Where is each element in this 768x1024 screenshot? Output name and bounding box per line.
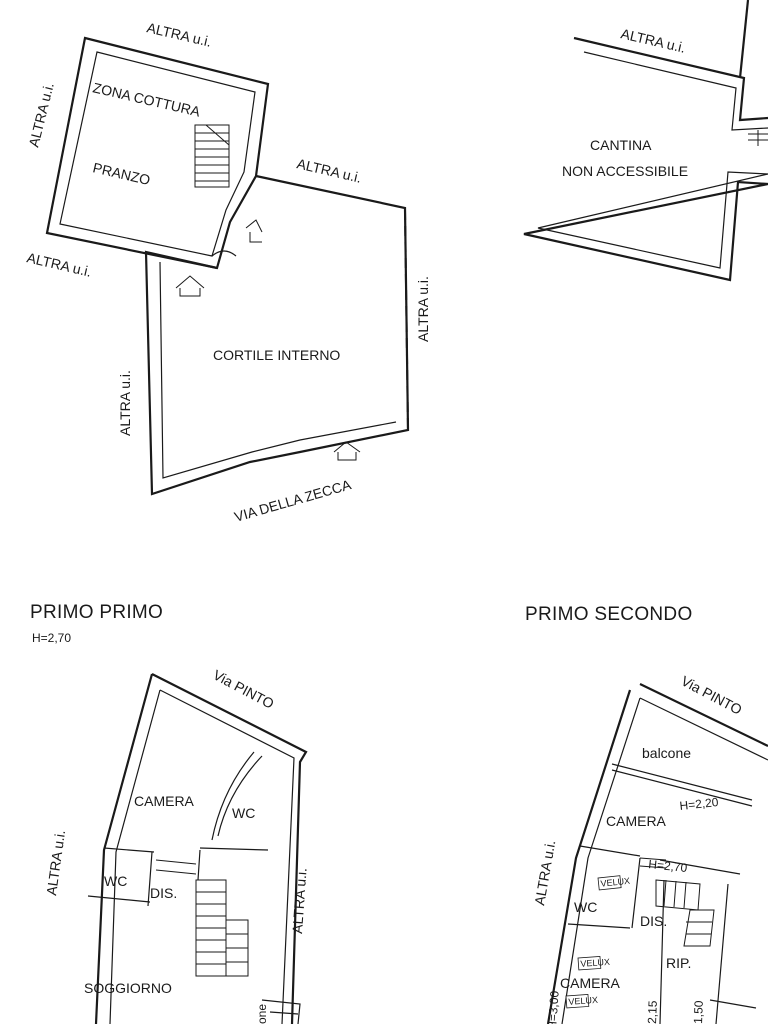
room-label-wc: WC: [232, 805, 255, 821]
wc-partition: [567, 857, 665, 1024]
ceiling-height: H=2,20: [679, 795, 720, 813]
cellar-east-wall: [738, 0, 750, 79]
street-label: Via PINTO: [211, 667, 277, 712]
room-label-soggiorno: SOGGIORNO: [84, 980, 172, 996]
primo-secondo-plan: PRIMO SECONDO Via PINTO ALTRA u.i. balco…: [525, 604, 768, 1024]
neighbor-label: ALTRA u.i.: [289, 867, 310, 934]
entrance-arrow-icon: [245, 219, 263, 243]
entrance-arrow-icon: [175, 275, 205, 297]
second-floor-outer-wall: [546, 683, 768, 1024]
room-label-pranzo: PRANZO: [91, 159, 152, 188]
street-label: Via PINTO: [679, 673, 745, 718]
room-label-cortile-interno: CORTILE INTERNO: [213, 347, 340, 363]
kitchen-outer-wall: [45, 36, 270, 270]
velux-window-icon: VELUX: [565, 994, 598, 1009]
neighbor-label: ALTRA u.i.: [25, 249, 93, 279]
second-floor-inner-wall: [561, 697, 768, 1024]
room-label-non-accessibile: NON ACCESSIBILE: [562, 163, 688, 179]
cellar-stair: [748, 130, 768, 146]
room-label-camera: CAMERA: [560, 975, 621, 991]
ceiling-height: H=2,70: [32, 631, 71, 645]
neighbor-label: ALTRA u.i.: [117, 370, 133, 436]
svg-text:VELUX: VELUX: [580, 957, 610, 969]
entrance-arrow-icon: [333, 441, 361, 461]
room-label-zona-cottura: ZONA COTTURA: [91, 79, 202, 119]
dimension-label: 1,50: [691, 1000, 706, 1024]
room-label-dis: DIS.: [150, 885, 177, 901]
courtyard-inner-wall: [159, 261, 397, 479]
room-label-dis: DIS.: [640, 913, 667, 929]
second-floor-stair: [683, 909, 715, 947]
room-label-wc: WC: [104, 873, 127, 889]
velux-window-icon: VELUX: [577, 956, 610, 971]
first-floor-outer-wall: [94, 673, 308, 1024]
partial-room-label: one: [255, 1004, 269, 1024]
ceiling-height: H=2,70: [648, 857, 689, 875]
wc-partition: [87, 849, 201, 907]
neighbor-label: ALTRA u.i.: [531, 839, 558, 907]
svg-text:VELUX: VELUX: [600, 876, 630, 889]
room-label-camera: CAMERA: [134, 793, 195, 809]
balcony-rail: [611, 763, 753, 807]
bedroom-partition: [103, 847, 269, 853]
door-swing: [211, 250, 237, 257]
first-floor-stair: [195, 879, 249, 977]
kitchen-stair: [194, 124, 230, 188]
ceiling-height: H=3,00: [545, 990, 562, 1024]
kitchen-inner-wall: [59, 51, 256, 257]
neighbor-label: ALTRA u.i.: [25, 81, 56, 149]
room-label-wc: WC: [574, 899, 597, 915]
landing-steps: [639, 857, 667, 869]
landing-steps: [155, 859, 197, 875]
primo-primo-plan: PRIMO PRIMO H=2,70 Via PINTO ALTRA u.i. …: [30, 602, 310, 1024]
cellar-inner-wall: [537, 51, 768, 269]
plan-title: PRIMO SECONDO: [525, 604, 693, 625]
velux-window-icon: VELUX: [597, 875, 630, 891]
ground-floor-right-plan: ALTRA u.i. CANTINA NON ACCESSIBILE: [523, 0, 768, 282]
first-floor-inner-wall: [109, 689, 295, 1024]
cellar-outer-wall: [523, 36, 768, 282]
neighbor-label: ALTRA u.i.: [43, 829, 68, 896]
neighbor-label: ALTRA u.i.: [145, 19, 213, 49]
neighbor-label: ALTRA u.i.: [295, 155, 363, 185]
second-floor-stair: [655, 879, 701, 911]
street-label: VIA DELLA ZECCA: [232, 476, 353, 525]
room-label-balcone: balcone: [642, 745, 691, 761]
ground-floor-left-plan: ALTRA u.i. ALTRA u.i. ALTRA u.i. ALTRA u…: [25, 19, 431, 525]
neighbor-label: ALTRA u.i.: [415, 276, 431, 342]
svg-text:VELUX: VELUX: [568, 995, 598, 1007]
room-label-rip: RIP.: [666, 955, 691, 971]
door-swing: [217, 755, 263, 837]
bedroom-partition: [579, 845, 741, 875]
ripostiglio-partition: [709, 883, 757, 1024]
east-stub-wall: [261, 999, 301, 1024]
courtyard-east-boundary: [404, 209, 409, 431]
room-label-cantina: CANTINA: [590, 137, 652, 153]
door-swing: [211, 751, 255, 841]
plan-title: PRIMO PRIMO: [30, 602, 163, 623]
dimension-label: 2,15: [645, 1000, 660, 1024]
room-label-camera: CAMERA: [606, 813, 667, 829]
